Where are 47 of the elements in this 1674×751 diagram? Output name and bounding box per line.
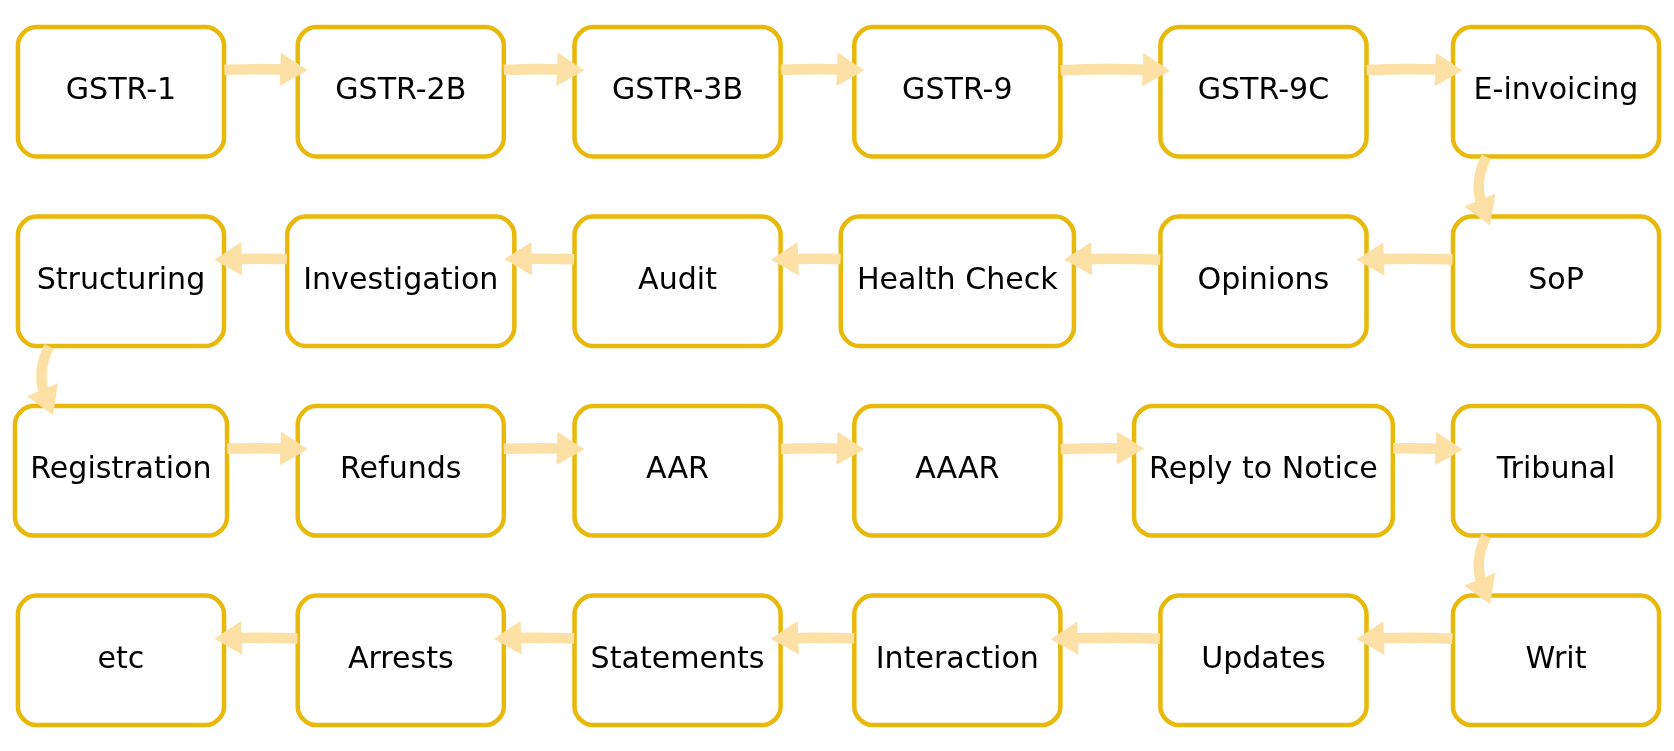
node-box: Refunds [295,403,507,538]
arrow [503,51,585,86]
arrow [1366,52,1463,86]
arrow [224,52,308,86]
node-box: Tribunal [1450,403,1662,538]
arrow [1060,430,1145,465]
node-box: Reply to Notice [1131,403,1396,538]
arrow [27,343,58,415]
arrow [780,431,865,465]
arrow [1356,620,1453,655]
node-box: GSTR-9C [1158,24,1369,159]
arrow [503,431,585,465]
arrow [1393,431,1463,465]
node-box: GSTR-1 [15,24,227,159]
node-box: SoP [1450,213,1662,348]
node-box: GSTR-2B [295,24,507,159]
node-box: Investigation [284,213,517,348]
arrow [770,620,855,655]
arrow [780,52,865,86]
node-box: AAAR [852,403,1063,538]
node-box: Registration [12,403,230,538]
node-box: Opinions [1158,213,1369,348]
node-box: Statements [572,592,783,727]
arrow [1356,241,1453,276]
arrow [1064,241,1161,276]
arrow [1050,620,1161,655]
node-box: Health Check [838,213,1077,348]
arrow [226,431,308,465]
arrow [770,241,841,276]
node-box: Updates [1158,592,1369,727]
node-box: Arrests [295,592,507,727]
arrow [1060,52,1170,86]
arrow [1464,533,1496,604]
node-box: E-invoicing [1450,24,1662,159]
arrow [493,620,575,655]
node-box: Structuring [15,213,227,348]
node-box: AAR [572,403,783,538]
arrow [1464,154,1496,225]
arrow [214,620,298,655]
node-box: Audit [572,213,783,348]
node-box: GSTR-3B [572,24,783,159]
node-box: etc [15,592,227,727]
node-box: Writ [1450,592,1662,727]
arrow [504,241,575,275]
arrow [214,241,287,276]
node-box: Interaction [852,592,1063,727]
node-box: GSTR-9 [852,24,1063,159]
